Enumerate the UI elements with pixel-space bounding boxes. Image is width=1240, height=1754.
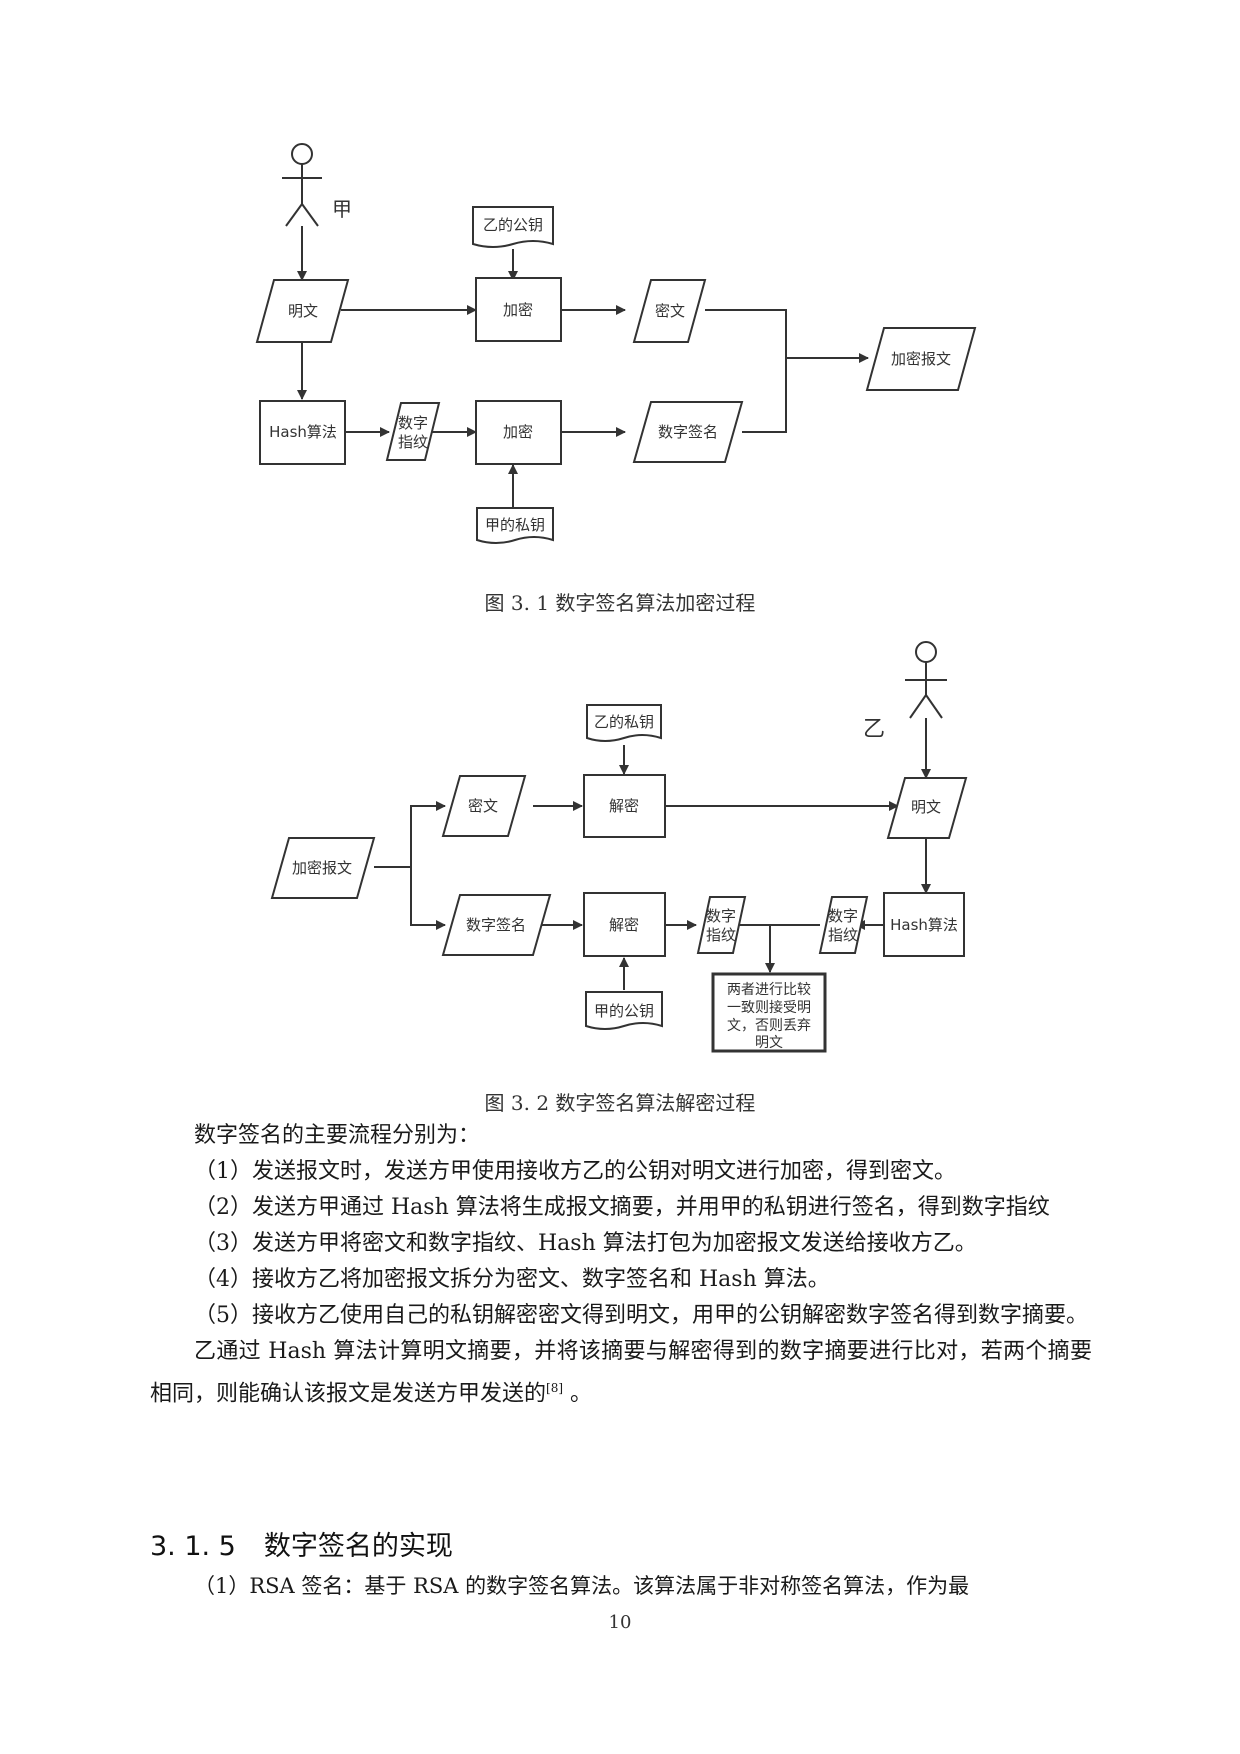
hash-algo-label-2: Hash算法 [890, 916, 958, 934]
encrypt-node-bottom [475, 400, 562, 465]
digest-a-line2: 指纹 [706, 926, 736, 944]
conclusion-paragraph: 乙通过 Hash 算法计算明文摘要，并将该摘要与解密得到的数字摘要进行比对，若两… [150, 1334, 1092, 1412]
actor-jia-label: 甲 [332, 197, 352, 221]
digest-node-a [696, 896, 747, 954]
actor-jia-icon [282, 143, 322, 227]
page-number: 10 [608, 1612, 632, 1633]
figure2-caption: 图 3. 2 数字签名算法解密过程 [484, 1091, 756, 1115]
plaintext-label-2: 明文 [911, 798, 941, 816]
hash-algo-node-2 [883, 892, 965, 957]
ciphertext-node [632, 279, 707, 343]
privkey-jia-label: 甲的私钥 [485, 516, 545, 534]
step1-paragraph: （1）发送报文时，发送方甲使用接收方乙的公钥对明文进行加密，得到密文。 [194, 1159, 956, 1184]
body-text: 数字签名的主要流程分别为： （1）发送报文时，发送方甲使用接收方乙的公钥对明文进… [150, 1118, 1092, 1412]
compare-node [711, 972, 827, 1053]
digest-label-line1: 数字 [398, 414, 428, 432]
encrypted-message-label: 加密报文 [891, 350, 951, 368]
step2-paragraph: （2）发送方甲通过 Hash 算法将生成报文摘要，并用甲的私钥进行签名，得到数字… [194, 1195, 1050, 1220]
encrypt-node-top [475, 277, 562, 342]
step5-paragraph: （5）接收方乙使用自己的私钥解密密文得到明文，用甲的公钥解密数字签名得到数字摘要… [194, 1303, 1089, 1328]
signature-label-2: 数字签名 [466, 916, 526, 934]
digest-node-b [818, 896, 869, 954]
figure-encryption-flowchart: 甲 明文 加密 密文 Hash算法 数字 指纹 加密 数字签名 加密报文 乙的公… [255, 143, 977, 544]
signature-node-2 [441, 894, 552, 956]
decrypt-node-top [583, 774, 666, 838]
plaintext-node [255, 279, 350, 343]
pubkey-jia-label: 甲的公钥 [594, 1002, 654, 1020]
figure-decryption-flowchart: 乙 加密报文 密文 解密 明文 数字签名 解密 数字 指纹 数字 指纹 Hash… [270, 641, 968, 1053]
pubkey-yi-doc [472, 206, 554, 248]
encrypt-top-label: 加密 [503, 301, 533, 319]
section-heading: 3. 1. 5 数字签名的实现 [150, 1524, 453, 1563]
plaintext-label: 明文 [288, 302, 318, 320]
privkey-yi-label: 乙的私钥 [594, 713, 654, 731]
encrypted-message-label-2: 加密报文 [292, 859, 352, 877]
compare-line1: 两者进行比较 [727, 982, 811, 998]
figure1-caption: 图 3. 1 数字签名算法加密过程 [484, 591, 756, 615]
decrypt-top-label: 解密 [609, 797, 639, 815]
rsa-text: （1）RSA 签名：基于 RSA 的数字签名算法。该算法属于非对称签名算法，作为… [150, 1568, 1092, 1604]
encrypted-message-node-2 [270, 837, 376, 899]
encrypted-message-node [865, 327, 977, 391]
signature-label: 数字签名 [658, 423, 718, 441]
section-title: 数字签名的实现 [263, 1531, 453, 1562]
compare-line4: 明文 [755, 1035, 783, 1051]
section-number: 3. 1. 5 [150, 1531, 236, 1562]
digest-node [385, 402, 441, 461]
ciphertext-label-2: 密文 [468, 797, 498, 815]
ciphertext-node-2 [441, 775, 527, 837]
intro-paragraph: 数字签名的主要流程分别为： [194, 1123, 481, 1148]
decrypt-bottom-label: 解密 [609, 916, 639, 934]
conclusion-end: 。 [563, 1381, 593, 1407]
digest-a-line1: 数字 [706, 907, 736, 925]
compare-line2: 一致则接受明 [727, 999, 811, 1016]
citation-ref[interactable]: [8] [546, 1381, 564, 1395]
plaintext-node-2 [886, 777, 968, 839]
pubkey-jia-doc [585, 991, 663, 1030]
digest-b-line2: 指纹 [828, 926, 858, 944]
conclusion-text: 乙通过 Hash 算法计算明文摘要，并将该摘要与解密得到的数字摘要进行比对，若两… [150, 1339, 1092, 1407]
hash-algo-label: Hash算法 [269, 423, 337, 441]
actor-yi-label: 乙 [863, 717, 885, 742]
hash-algo-node [259, 400, 346, 465]
compare-line3: 文，否则丢弃 [727, 1018, 811, 1034]
actor-yi-icon [905, 641, 947, 719]
ciphertext-label: 密文 [655, 302, 685, 320]
privkey-jia-doc [476, 507, 554, 544]
decrypt-node-bottom [583, 892, 666, 957]
step3-paragraph: （3）发送方甲将密文和数字指纹、Hash 算法打包为加密报文发送给接收方乙。 [194, 1231, 977, 1256]
rsa-paragraph: （1）RSA 签名：基于 RSA 的数字签名算法。该算法属于非对称签名算法，作为… [194, 1574, 970, 1598]
encrypt-bottom-label: 加密 [503, 423, 533, 441]
pubkey-yi-label: 乙的公钥 [483, 216, 543, 234]
privkey-yi-doc [586, 704, 662, 742]
digest-label-line2: 指纹 [398, 433, 428, 451]
signature-node [632, 401, 744, 463]
step4-paragraph: （4）接收方乙将加密报文拆分为密文、数字签名和 Hash 算法。 [194, 1267, 830, 1292]
digest-b-line1: 数字 [828, 907, 858, 925]
